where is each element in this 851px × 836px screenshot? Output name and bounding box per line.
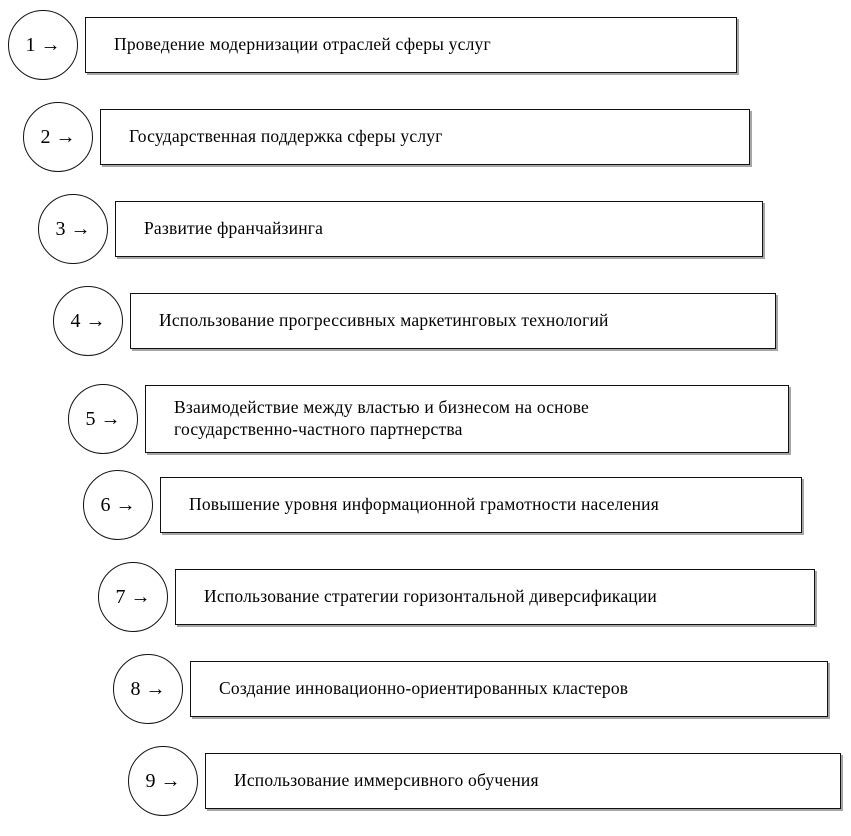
step-label: Проведение модернизации отраслей сферы у…	[114, 34, 491, 55]
step-number-arrow: 1 →	[25, 33, 61, 56]
step-box-7: Использование стратегии горизонтальной д…	[175, 569, 815, 625]
step-number-arrow: 2 →	[40, 125, 76, 148]
step-number-arrow: 3 →	[55, 217, 91, 240]
step-label: Государственная поддержка сферы услуг	[129, 126, 443, 147]
step-label: Взаимодействие между властью и бизнесом …	[174, 397, 590, 439]
step-label: Использование прогрессивных маркетинговы…	[159, 310, 609, 331]
step-box-2: Государственная поддержка сферы услуг	[100, 109, 750, 165]
step-box-1: Проведение модернизации отраслей сферы у…	[85, 17, 737, 73]
step-circle-5: 5 →	[68, 384, 138, 454]
step-box-6: Повышение уровня информационной грамотно…	[160, 477, 802, 533]
step-number-arrow: 7 →	[115, 585, 151, 608]
step-number-arrow: 4 →	[70, 309, 106, 332]
step-number-arrow: 8 →	[130, 677, 166, 700]
step-box-3: Развитие франчайзинга	[115, 201, 763, 257]
step-circle-6: 6 →	[83, 470, 153, 540]
step-circle-4: 4 →	[53, 286, 123, 356]
step-number-arrow: 5 →	[85, 407, 121, 430]
step-circle-9: 9 →	[128, 746, 198, 816]
step-circle-7: 7 →	[98, 562, 168, 632]
step-circle-2: 2 →	[23, 102, 93, 172]
step-box-9: Использование иммерсивного обучения	[205, 753, 841, 809]
step-number-arrow: 6 →	[100, 493, 136, 516]
step-circle-8: 8 →	[113, 654, 183, 724]
step-number-arrow: 9 →	[145, 769, 181, 792]
step-box-8: Создание инновационно-ориентированных кл…	[190, 661, 828, 717]
step-label: Использование стратегии горизонтальной д…	[204, 586, 657, 607]
step-label: Развитие франчайзинга	[144, 218, 324, 239]
step-label: Повышение уровня информационной грамотно…	[189, 494, 659, 515]
step-label: Использование иммерсивного обучения	[234, 770, 539, 791]
step-circle-1: 1 →	[8, 10, 78, 80]
step-circle-3: 3 →	[38, 194, 108, 264]
step-box-5: Взаимодействие между властью и бизнесом …	[145, 385, 789, 453]
step-box-4: Использование прогрессивных маркетинговы…	[130, 293, 776, 349]
step-label: Создание инновационно-ориентированных кл…	[219, 678, 629, 699]
